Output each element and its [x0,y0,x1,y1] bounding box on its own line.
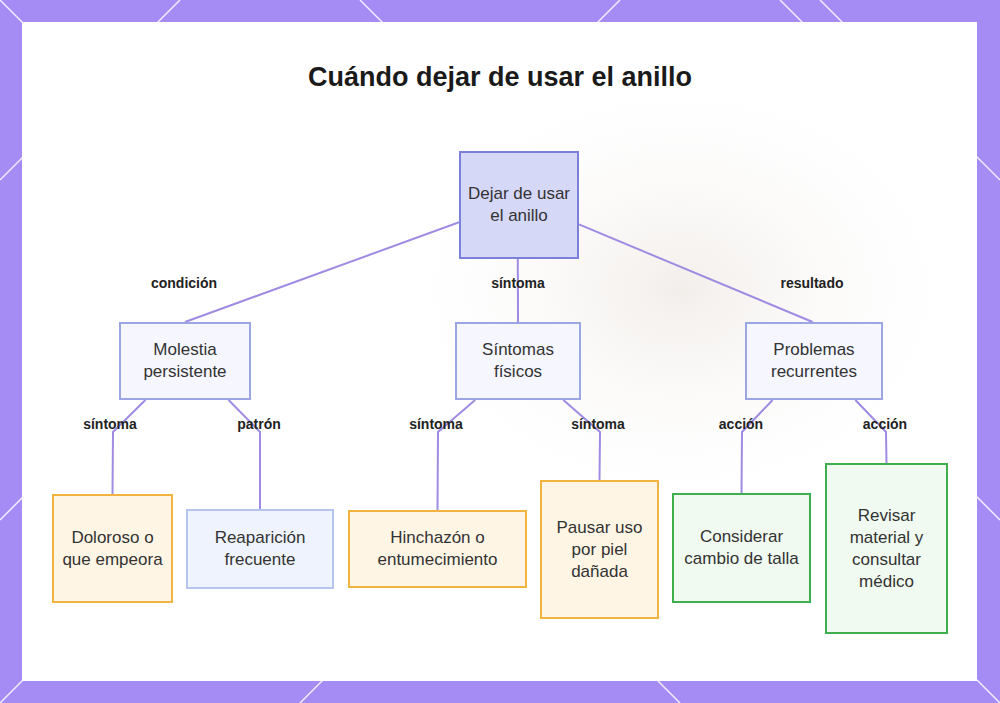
node-text: Considerar cambio de talla [680,526,803,570]
symptom-box: Doloroso o que empeora [52,494,173,603]
edge-label: síntoma [488,274,548,292]
node-text: Pausar uso por piel dañada [548,517,651,583]
action-box: Considerar cambio de talla [672,493,811,603]
action-box: Revisar material y consultar médico [825,463,948,634]
node-text: Síntomas físicos [463,339,573,383]
edge-label: condición [148,274,220,292]
pattern-box: Reaparición frecuente [186,509,334,589]
edge-label: resultado [777,274,846,292]
edge-label: síntoma [406,415,466,433]
connector [185,222,459,322]
category-box: Problemas recurrentes [745,322,883,400]
edge-label: acción [716,415,766,433]
node-text: Revisar material y consultar médico [833,505,940,593]
root-box: Dejar de usar el anillo [459,151,579,259]
edge-label: síntoma [80,415,140,433]
edge-label: síntoma [568,415,628,433]
symptom-box: Pausar uso por piel dañada [540,480,659,619]
connector [742,400,773,493]
connector [579,224,813,322]
edge-label: acción [860,415,910,433]
edge-label: patrón [234,415,284,433]
diagram-title: Cuándo dejar de usar el anillo [0,62,1000,93]
node-text: Doloroso o que empeora [60,527,165,571]
blurred-photo [380,60,980,520]
node-text: Dejar de usar el anillo [467,183,571,227]
node-text: Reaparición frecuente [194,527,326,571]
category-box: Síntomas físicos [455,322,581,400]
category-box: Molestia persistente [119,322,251,400]
symptom-box: Hinchazón o entumecimiento [348,510,527,588]
node-text: Hinchazón o entumecimiento [356,527,519,571]
node-text: Problemas recurrentes [753,339,875,383]
connector [113,400,146,494]
node-text: Molestia persistente [127,339,243,383]
connector [563,400,600,480]
